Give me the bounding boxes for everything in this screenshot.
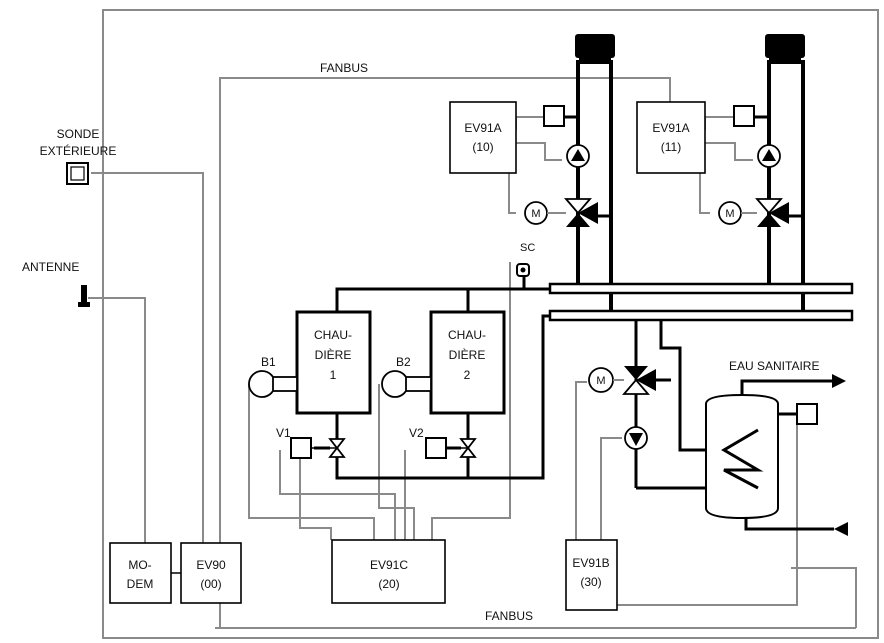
ev91a-11-label-line2: (11) bbox=[661, 140, 681, 154]
modem-label-line1: MO- bbox=[128, 558, 151, 572]
ev90-label-line2: (00) bbox=[200, 577, 221, 591]
sonde-wire bbox=[91, 172, 204, 543]
fanbus-top-line bbox=[219, 77, 671, 628]
emitter-2-base bbox=[769, 58, 801, 64]
chaudiere-1-label-line2: DIÈRE bbox=[315, 347, 352, 362]
chaudiere-1-label-line3: 1 bbox=[330, 368, 337, 382]
svg-text:M: M bbox=[531, 208, 540, 220]
ev91b-pump-wire bbox=[600, 437, 622, 540]
ev91a-10-label-line2: (10) bbox=[472, 140, 493, 154]
ev91a-10-box bbox=[449, 101, 517, 174]
sc-sensor-icon bbox=[516, 263, 530, 277]
sanitary-out-arrow-icon bbox=[832, 374, 846, 388]
v1-wire bbox=[279, 450, 396, 540]
return-header bbox=[548, 309, 854, 322]
circuit2-three-way-valve-icon bbox=[755, 198, 789, 227]
sanitary-in-pipe bbox=[744, 518, 834, 531]
ev91c-box bbox=[331, 539, 446, 604]
emitter-2-icon bbox=[765, 34, 805, 58]
ev91a-11-pump-wire bbox=[705, 142, 753, 161]
circuit2-temperature-sensor bbox=[733, 105, 755, 127]
ev91a-10-label-line1: EV91A bbox=[464, 121, 501, 135]
ev91a-10-pump-wire bbox=[516, 142, 562, 161]
burner-b1-icon bbox=[248, 370, 298, 398]
ev91c-label-line1: EV91C bbox=[370, 558, 408, 572]
fanbus-bottom-label: FANBUS bbox=[485, 609, 533, 623]
ev91b-label-line1: EV91B bbox=[572, 556, 609, 570]
sonde-inner bbox=[70, 166, 85, 181]
ev91b-tank-sensor-wire bbox=[617, 425, 798, 606]
valve-v2-actuator bbox=[425, 437, 447, 459]
b2-wire bbox=[378, 384, 415, 540]
chaudiere-2-label-line1: CHAU- bbox=[448, 328, 486, 342]
burner-b2-label: B2 bbox=[396, 355, 411, 369]
sanitary-in-arrow-icon bbox=[834, 522, 848, 536]
fanbus-right-drop bbox=[791, 567, 857, 628]
modem-box bbox=[109, 542, 172, 604]
circuit2-motor-icon: M bbox=[718, 201, 742, 225]
circuit1-three-way-valve-icon bbox=[564, 198, 598, 227]
dhw-three-way-valve-icon bbox=[622, 366, 656, 395]
chaudiere-2 bbox=[429, 310, 506, 415]
valve-v1-label: V1 bbox=[276, 426, 291, 440]
outer-frame bbox=[102, 9, 879, 639]
ev91c-label-line2: (20) bbox=[378, 577, 399, 591]
antenne-label: ANTENNE bbox=[22, 260, 79, 274]
sc-label: SC bbox=[520, 242, 535, 254]
ev91b-box bbox=[565, 539, 618, 611]
ev91b-label-line2: (30) bbox=[580, 575, 601, 589]
antenna-icon bbox=[78, 285, 90, 307]
circuit1-motor-icon: M bbox=[524, 201, 548, 225]
ev90-label-line1: EV90 bbox=[196, 558, 226, 572]
supply-header bbox=[548, 282, 854, 295]
eau-sanitaire-label: EAU SANITAIRE bbox=[729, 359, 819, 373]
ev90-box bbox=[180, 542, 242, 604]
ev91a-11-motor-wire bbox=[699, 173, 710, 214]
emitter-1-base bbox=[579, 58, 611, 64]
circuit2-pump-icon bbox=[757, 144, 781, 168]
ev91a-11-sensor-wire bbox=[704, 116, 735, 130]
valve-v1-icon bbox=[311, 438, 346, 458]
emitter-2 bbox=[765, 34, 805, 64]
burner-b1-label: B1 bbox=[261, 355, 276, 369]
ev91c-left-wire bbox=[299, 450, 332, 540]
svg-text:M: M bbox=[725, 208, 734, 220]
emitter-1 bbox=[575, 34, 615, 64]
antenna-wire bbox=[88, 297, 146, 543]
chaudiere-2-label-line3: 2 bbox=[464, 368, 471, 382]
valve-v2-icon bbox=[446, 438, 477, 458]
ev91b-motor-wire bbox=[575, 381, 587, 540]
modem-label-line2: DEM bbox=[127, 577, 154, 591]
emitter-1-icon bbox=[575, 34, 615, 58]
ev91a-11-label-line1: EV91A bbox=[652, 121, 689, 135]
b1-wire bbox=[248, 384, 375, 540]
chaudiere-2-label-line2: DIÈRE bbox=[449, 347, 486, 362]
ev91a-10-motor-wire bbox=[508, 173, 516, 214]
sc-sensor-wire bbox=[431, 262, 511, 540]
ev91a-11-box bbox=[636, 101, 706, 174]
dhw-tank-sensor bbox=[796, 403, 818, 425]
burner-b2-icon bbox=[381, 370, 432, 398]
valve-v2-label: V2 bbox=[409, 426, 424, 440]
boiler1-supply bbox=[335, 287, 550, 318]
heat-exchanger-coil-icon bbox=[721, 428, 764, 490]
dhw-pump-icon bbox=[624, 426, 648, 450]
control-wiring bbox=[88, 77, 857, 629]
valve-v1-actuator bbox=[290, 437, 312, 459]
dhw-motor-icon: M bbox=[588, 367, 614, 393]
circuit1-temperature-sensor bbox=[543, 105, 565, 127]
sonde-label-line1: SONDE bbox=[57, 127, 100, 141]
fanbus-top-label: FANBUS bbox=[320, 61, 368, 75]
circuit1-pump-icon bbox=[566, 144, 590, 168]
chaudiere-1 bbox=[295, 310, 372, 415]
sonde-label-line2: EXTÉRIEURE bbox=[40, 143, 117, 158]
svg-text:M: M bbox=[596, 375, 605, 387]
dhw-return-pipe bbox=[659, 320, 724, 452]
chaudiere-1-label-line1: CHAU- bbox=[314, 328, 352, 342]
hot-water-tank bbox=[705, 393, 779, 520]
sanitary-out-pipe bbox=[740, 379, 832, 396]
